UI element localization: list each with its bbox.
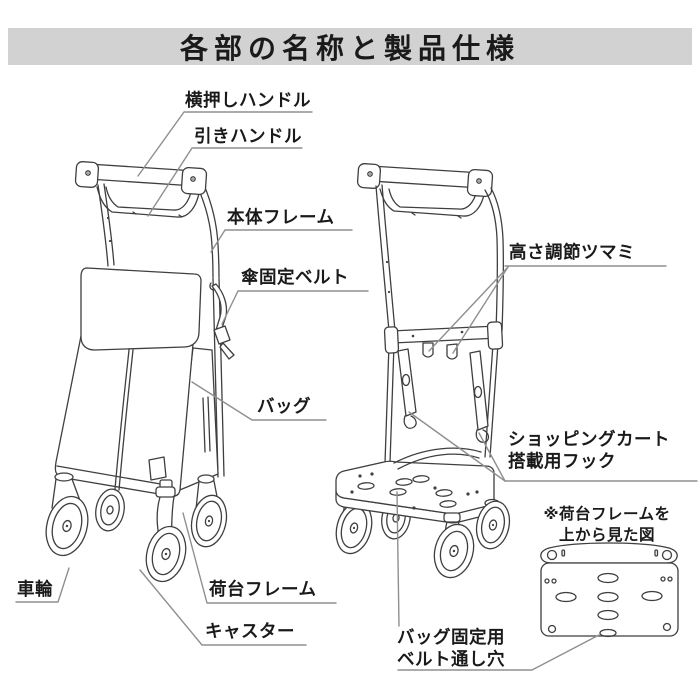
label-wheel: 車輪 [17,579,53,599]
label-bag-belt-hole-line1: バッグ固定用 [397,627,505,647]
label-platform-frame: 荷台フレーム [209,579,317,599]
right-cart-front-wheels [433,498,511,579]
label-height-adjust-knob: 高さ調節ツマミ [509,242,635,262]
label-body-frame: 本体フレーム [227,207,335,227]
label-side-push-handle: 横押しハンドル [185,90,311,110]
label-caster: キャスター [205,621,295,641]
label-shopping-cart-hook: ショッピングカート 搭載用フック [508,428,670,472]
right-cart-frame [375,184,505,464]
label-top-view-note-line1: ※荷台フレームを [543,506,671,523]
leader-lines [15,111,698,671]
page-title: 各部の名称と製品仕様 [179,32,520,64]
right-cart-drawing [335,163,511,579]
label-pull-handle: 引きハンドル [194,126,302,146]
label-bag-belt-hole: バッグ固定用 ベルト通し穴 [397,626,505,670]
hook-straps [397,348,490,443]
left-cart-wheels [45,472,228,583]
label-bag-belt-hole-line2: ベルト通し穴 [397,649,505,669]
label-shopping-cart-hook-line2: 搭載用フック [508,451,616,471]
title-bar: 各部の名称と製品仕様 [8,28,692,65]
right-cart-handle [356,163,494,219]
platform-top-view-drawing [540,542,679,638]
bag-drawing [54,267,219,497]
label-shopping-cart-hook-line1: ショッピングカート [508,429,670,449]
label-top-view-note-line2: 上から見た図 [558,527,655,544]
umbrella-belt-drawing [209,282,235,360]
label-top-view-note: ※荷台フレームを 上から見た図 [532,504,682,546]
left-cart-handle [74,161,208,218]
left-cart-drawing [45,161,235,583]
label-umbrella-fixing-belt: 傘固定ベルト [241,267,349,287]
label-bag: バッグ [257,396,311,416]
